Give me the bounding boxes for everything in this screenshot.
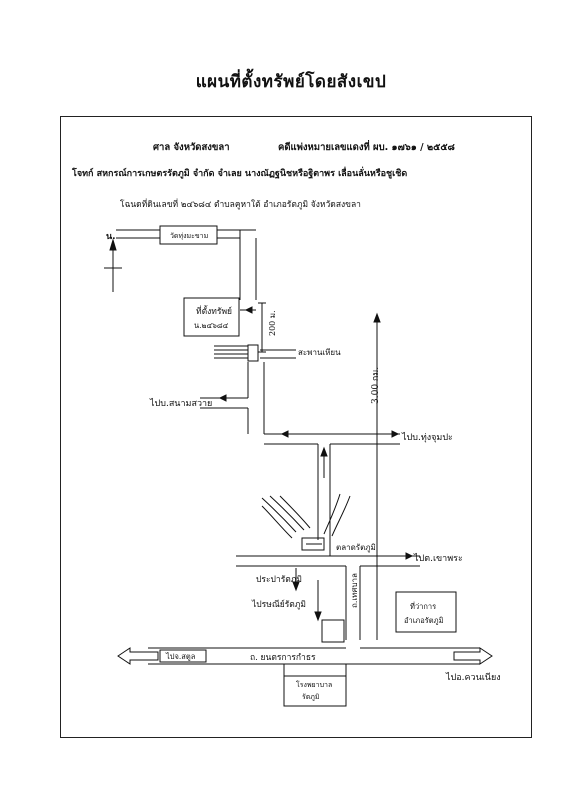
to-sadao-label: ไปอ.ควนเนียง xyxy=(446,673,501,683)
temple-label: วัดทุ่งมะขาม xyxy=(170,232,209,240)
road-main-label: ถ. ยนตรการกำธร xyxy=(250,653,316,663)
post-label: ไปรษณีย์รัตภูมิ xyxy=(252,600,306,610)
dist-200-label: 200 ม. xyxy=(268,310,277,336)
bridge-label: สะพานเหียน xyxy=(298,348,341,357)
temple-box xyxy=(159,225,218,245)
hospital-label: โรงพยาบาล xyxy=(296,681,333,689)
to-sanam-label: ไปบ.สนามสวาย xyxy=(150,399,213,409)
property-number: น.๒๔๖๘๔ xyxy=(194,321,229,330)
page-title: แผนที่ตั้งทรัพย์โดยสังเขป xyxy=(195,72,387,92)
hospital-box xyxy=(283,675,347,707)
market-label: ตลาดรัตภูมิ xyxy=(336,543,376,552)
deed-line: โฉนดที่ดินเลขที่ ๒๔๖๘๔ ตำบลคูหาใต้ อำเภอ… xyxy=(120,200,361,210)
road-vertical-label: ถ.เทศบาล xyxy=(350,573,359,608)
district-office-label-2: อำเภอรัตภูมิ xyxy=(404,616,444,625)
district-office-box xyxy=(395,591,457,633)
north-arrow-head xyxy=(109,238,117,251)
hospital-label-2: รัตภูมิ xyxy=(302,693,320,701)
court-label: ศาล จังหวัดสงขลา xyxy=(153,142,230,153)
property-label: ที่ตั้งทรัพย์ xyxy=(196,307,233,317)
map-frame xyxy=(60,116,532,738)
post-box xyxy=(321,619,345,643)
dist-3km-label: 3.00 กม. xyxy=(371,366,381,404)
district-office-label: ที่ว่าการ xyxy=(410,602,437,611)
parties-line: โจทก์ สหกรณ์การเกษตรรัตภูมิ จำกัด จำเลย … xyxy=(72,169,408,179)
to-satun-label: ไปจ.สตูล xyxy=(166,652,196,661)
north-label: น. xyxy=(106,232,116,242)
to-chumpa-label: ไปบ.ทุ่งจุมปะ xyxy=(402,433,453,443)
property-box xyxy=(183,297,240,337)
case-number: คดีแพ่งหมายเลขแดงที่ ผบ. ๑๗๖๑ / ๒๕๕๘ xyxy=(278,142,455,153)
to-khuha-label: ไปต.เขาพระ xyxy=(414,554,463,564)
pra-label: ประปารัตภูมิ xyxy=(256,575,302,585)
satun-box xyxy=(159,649,207,663)
